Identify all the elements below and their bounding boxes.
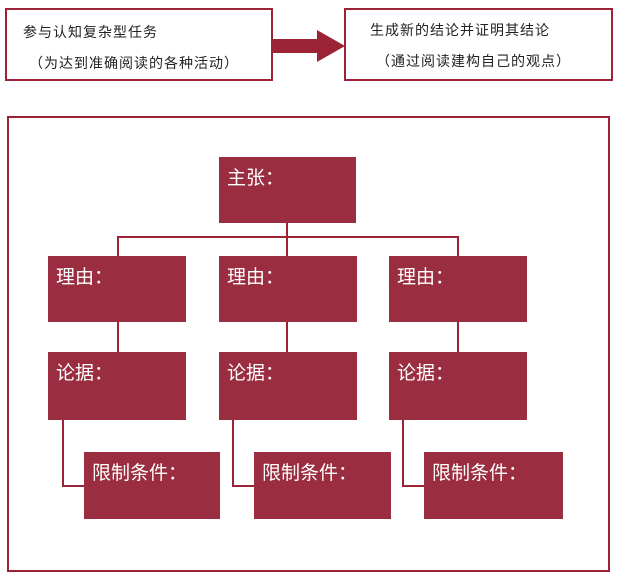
conclusion-title: 生成新的结论并证明其结论: [370, 23, 550, 39]
conclusion-box: 生成新的结论并证明其结论 （通过阅读建构自己的观点）: [344, 8, 613, 81]
evidence-box: 论据：: [219, 352, 357, 420]
qualifier-connector: [232, 420, 234, 487]
arrow-icon: [273, 30, 345, 62]
claim-box: 主张：: [219, 157, 356, 223]
evidence-box: 论据：: [48, 352, 186, 420]
reason-box: 理由：: [48, 256, 186, 322]
qualifier-connector: [232, 485, 254, 487]
connector: [117, 322, 119, 352]
connector: [117, 236, 119, 256]
reason-box: 理由：: [389, 256, 527, 322]
evidence-box: 论据：: [389, 352, 527, 420]
connector: [457, 322, 459, 352]
conclusion-note: （通过阅读建构自己的观点）: [376, 54, 571, 70]
qualifier-connector: [62, 420, 64, 487]
qualifier-connector: [62, 485, 84, 487]
argument-diagram: [7, 116, 610, 572]
qualifier-connector: [402, 485, 424, 487]
connector: [286, 236, 288, 256]
task-note: （为达到准确阅读的各种活动）: [29, 56, 239, 72]
qualifier-box: 限制条件：: [254, 452, 391, 519]
qualifier-box: 限制条件：: [84, 452, 220, 519]
task-title: 参与认知复杂型任务: [23, 25, 158, 41]
qualifier-box: 限制条件：: [424, 452, 563, 519]
connector: [457, 236, 459, 256]
connector: [117, 236, 459, 238]
connector: [286, 322, 288, 352]
connector: [286, 223, 288, 237]
task-box: 参与认知复杂型任务 （为达到准确阅读的各种活动）: [5, 8, 273, 81]
qualifier-connector: [402, 420, 404, 487]
reason-box: 理由：: [219, 256, 357, 322]
